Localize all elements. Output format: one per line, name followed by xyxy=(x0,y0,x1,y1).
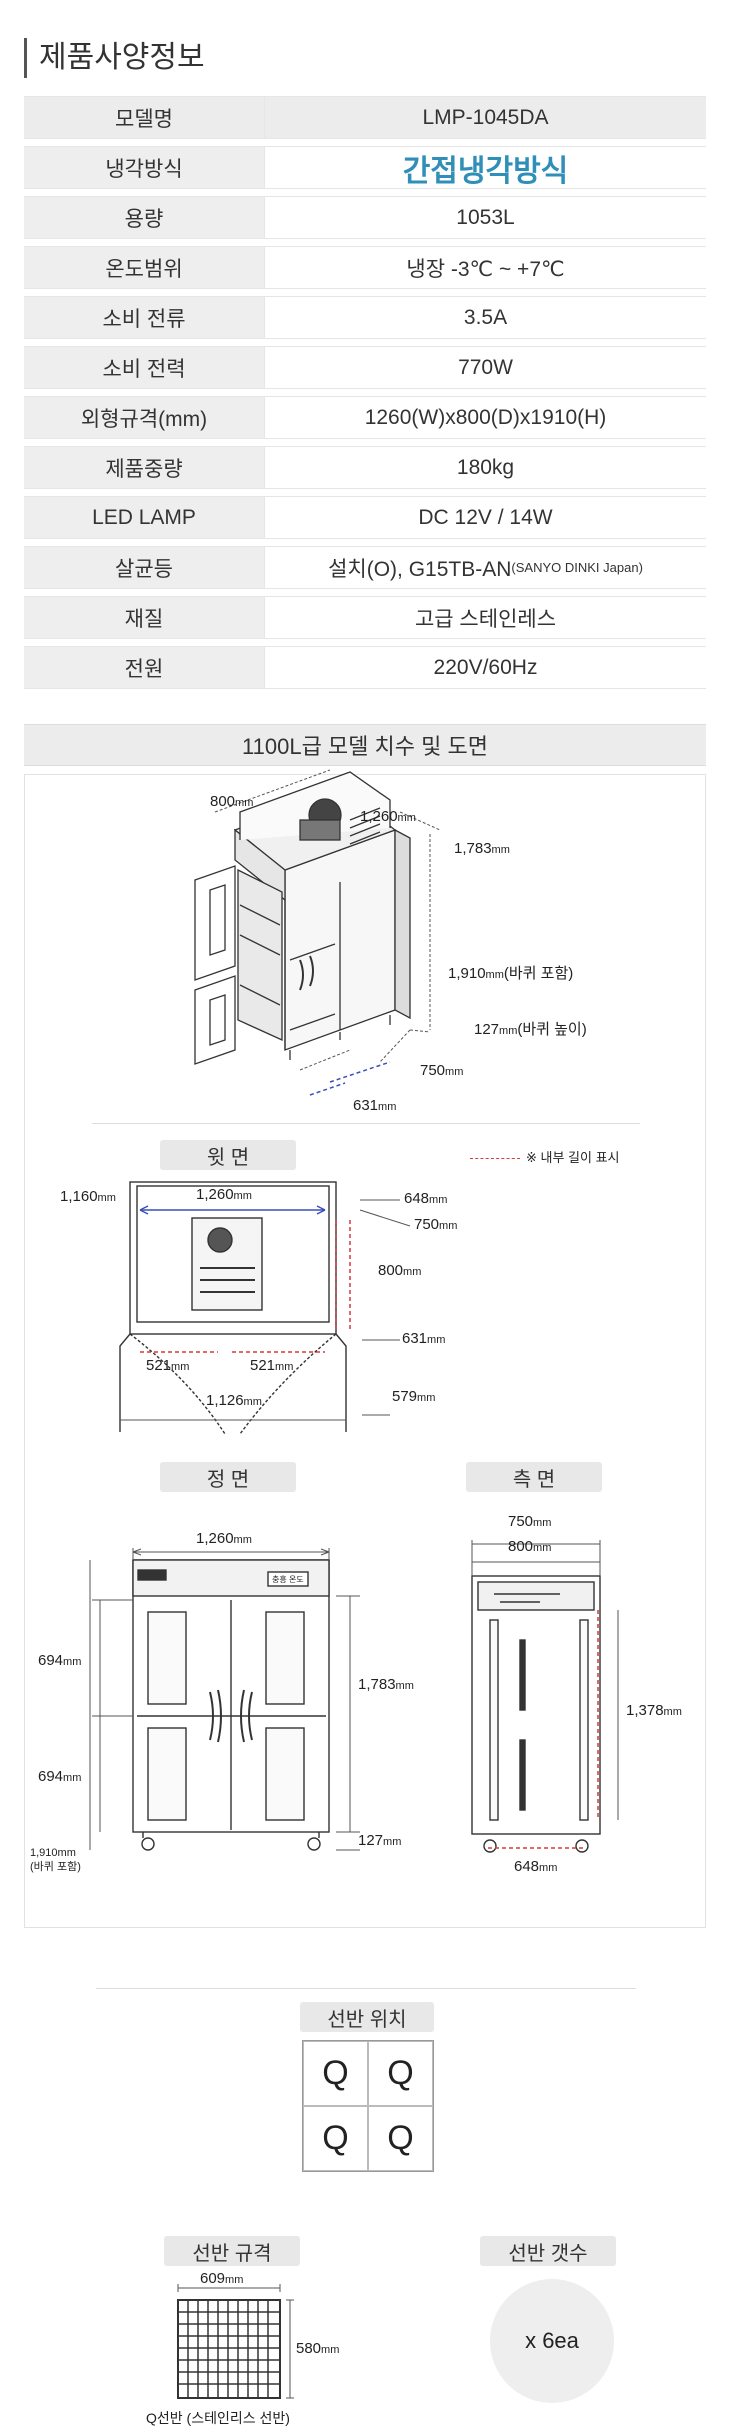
dim-label: 648mm xyxy=(514,1858,558,1875)
shelf-caption: Q선반 (스테인리스 선반) xyxy=(146,2410,290,2426)
spec-label: 재질 xyxy=(24,597,264,638)
dim-label: 631mm xyxy=(402,1330,446,1347)
dim-label: 1,378mm xyxy=(626,1702,682,1719)
divider xyxy=(92,1123,640,1124)
shelf-width-label: 609mm xyxy=(200,2270,244,2287)
dim-label: 800mm xyxy=(210,793,254,810)
control-panel-label: 충흥 온도 xyxy=(272,1575,304,1584)
spec-label: 제품중량 xyxy=(24,447,264,488)
dim-label: 1,260mm xyxy=(360,808,416,825)
dim-label: 521mm xyxy=(146,1357,190,1374)
shelf-spec-title: 선반 규격 xyxy=(164,2236,300,2266)
spec-label: 외형규격(mm) xyxy=(24,397,264,438)
spec-row: 외형규격(mm)1260(W)x800(D)x1910(H) xyxy=(24,396,706,439)
dim-label: 127mm xyxy=(358,1832,402,1849)
spec-label: 온도범위 xyxy=(24,247,264,288)
dim-label: 750mm xyxy=(420,1062,464,1079)
dim-label: 750mm xyxy=(508,1513,552,1530)
divider xyxy=(96,1988,636,1989)
spec-label: 소비 전력 xyxy=(24,347,264,388)
spec-value: 3.5A xyxy=(264,297,706,338)
spec-label: LED LAMP xyxy=(24,497,264,538)
shelf-depth-label: 580mm xyxy=(296,2340,340,2357)
spec-value: 냉장 -3℃ ~ +7℃ xyxy=(264,247,706,288)
dim-label: 648mm xyxy=(404,1190,448,1207)
shelf-position-title: 선반 위치 xyxy=(300,2002,434,2032)
dim-label: 694mm xyxy=(38,1652,82,1669)
dim-label: 1,910mm(바퀴 포함) xyxy=(30,1847,81,1873)
dim-label: 1,910mm(바퀴 포함) xyxy=(448,965,574,982)
spec-label: 살균등 xyxy=(24,547,264,588)
shelf-cell: Q xyxy=(368,2041,433,2106)
spec-label: 용량 xyxy=(24,197,264,238)
spec-label: 전원 xyxy=(24,647,264,688)
dim-label: 1,783mm xyxy=(454,840,510,857)
dim-label: 1,126mm xyxy=(206,1392,262,1409)
legend-note: ※ 내부 길이 표시 xyxy=(470,1147,620,1166)
dim-label: 1,260mm xyxy=(196,1530,252,1547)
spec-value: 1053L xyxy=(264,197,706,238)
shelf-cell: Q xyxy=(368,2106,433,2171)
spec-value: LMP-1045DA xyxy=(264,97,706,138)
shelf-cell: Q xyxy=(303,2106,368,2171)
legend-dash-icon xyxy=(470,1158,520,1160)
spec-value-main: 설치(O), G15TB-AN xyxy=(328,557,512,581)
dim-label: 750mm xyxy=(414,1216,458,1233)
shelf-count-badge: x 6ea xyxy=(490,2279,614,2403)
spec-value: DC 12V / 14W xyxy=(264,497,706,538)
spec-value: 220V/60Hz xyxy=(264,647,706,688)
side-view-title: 측 면 xyxy=(466,1462,602,1492)
front-view-title: 정 면 xyxy=(160,1462,296,1492)
spec-value: 고급 스테인레스 xyxy=(264,597,706,638)
dim-label: 521mm xyxy=(250,1357,294,1374)
dim-label: 127mm(바퀴 높이) xyxy=(474,1021,587,1038)
spec-value-suffix: (SANYO DINKI Japan) xyxy=(511,560,643,575)
spec-label: 소비 전류 xyxy=(24,297,264,338)
shelf-cell: Q xyxy=(303,2041,368,2106)
dim-label: 800mm xyxy=(508,1538,552,1555)
shelf-position-grid: Q Q Q Q xyxy=(302,2040,434,2172)
spec-value: 180kg xyxy=(264,447,706,488)
spec-label: 냉각방식 xyxy=(24,147,264,188)
spec-value: 1260(W)x800(D)x1910(H) xyxy=(264,397,706,438)
top-view-title: 윗 면 xyxy=(160,1140,296,1170)
section-title: 제품사양정보 xyxy=(24,38,205,78)
spec-label: 모델명 xyxy=(24,97,264,138)
dim-label: 694mm xyxy=(38,1768,82,1785)
dim-label: 1,783mm xyxy=(358,1676,414,1693)
spec-value: 설치(O), G15TB-AN(SANYO DINKI Japan) xyxy=(264,547,706,588)
dim-label: 1,160mm xyxy=(60,1188,116,1205)
shelf-count-title: 선반 갯수 xyxy=(480,2236,616,2266)
spec-value-cooling: 간접냉각방식 xyxy=(264,147,706,188)
drawing-frame xyxy=(24,774,706,1928)
dim-label: 631mm xyxy=(353,1097,397,1114)
dim-label: 579mm xyxy=(392,1388,436,1405)
dim-label: 800mm xyxy=(378,1262,422,1279)
spec-value: 770W xyxy=(264,347,706,388)
drawing-header: 1100L급 모델 치수 및 도면 xyxy=(24,724,706,766)
dim-label: 1,260mm xyxy=(196,1186,252,1203)
